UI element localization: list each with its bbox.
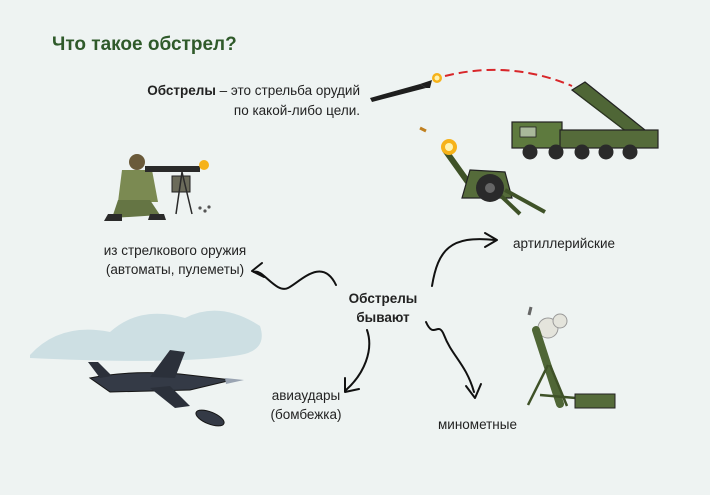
mortar-icon (526, 306, 616, 409)
soldier-machine-gun-icon (104, 154, 211, 221)
rocket-launcher-icon (511, 81, 659, 160)
label-small-arms: из стрелкового оружия (автоматы, пулемет… (60, 241, 290, 279)
label-small-arms-line2: (автоматы, пулеметы) (105, 262, 245, 277)
arrow-to-mortar-head (465, 383, 482, 399)
page-title: Что такое обстрел? (52, 34, 237, 55)
arrow-to-airstrikes-head (344, 377, 360, 393)
rocket-icon (370, 68, 573, 102)
howitzer-icon (419, 126, 546, 216)
label-mortar: минометные (438, 417, 517, 432)
arrow-to-small-arms (253, 270, 337, 290)
definition-text: Обстрелы – это стрельба орудий по какой-… (60, 81, 360, 121)
arrow-to-artillery (431, 238, 496, 287)
arrow-to-small-arms-head (251, 262, 265, 278)
label-airstrikes-line1: авиаудары (271, 388, 341, 403)
label-airstrikes-line2: (бомбежка) (270, 407, 342, 422)
definition-term: Обстрелы (147, 83, 216, 98)
arrow-to-artillery-head (484, 232, 498, 248)
arrow-to-airstrikes (345, 329, 371, 391)
central-node-line1: Обстрелы (348, 291, 418, 306)
central-node-line2: бывают (356, 310, 410, 325)
definition-rest: – это стрельба орудий (215, 83, 360, 98)
label-small-arms-line1: из стрелкового оружия (103, 243, 247, 258)
fighter-jet-icon (30, 310, 262, 427)
label-artillery: артиллерийские (513, 236, 616, 251)
central-node: Обстрелы бывают (335, 289, 431, 327)
definition-line2: по какой-либо цели. (233, 103, 360, 118)
arrow-to-mortar (425, 321, 475, 393)
label-airstrikes: авиаудары (бомбежка) (262, 386, 350, 424)
